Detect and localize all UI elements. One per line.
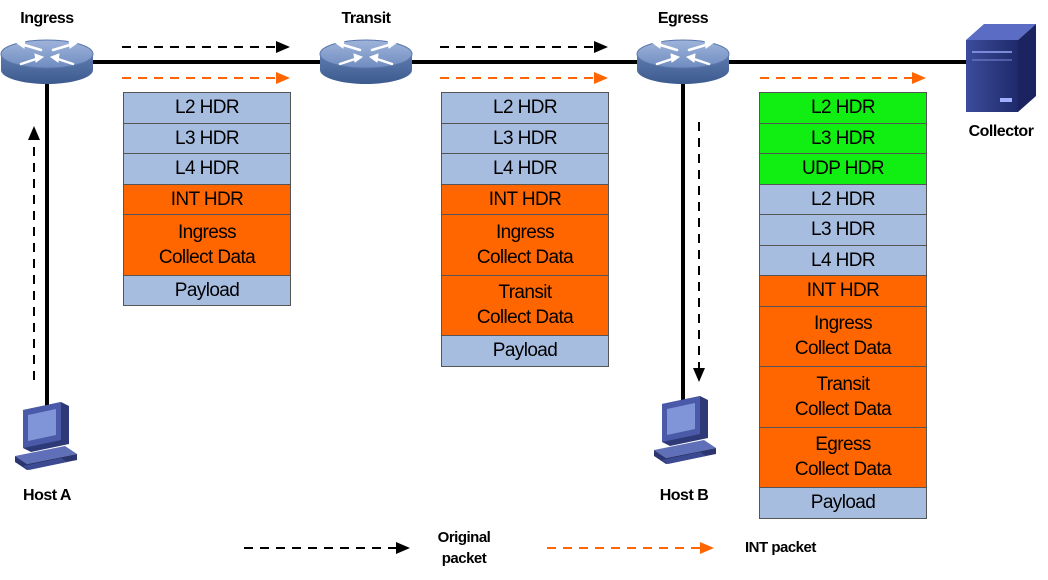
packet-header-label: L2 HDR (175, 97, 240, 119)
collector-server-icon (966, 24, 1036, 112)
packet-header-block: L3 HDR (124, 123, 290, 154)
packet-header-block: L4 HDR (760, 245, 926, 276)
packet-header-block: Ingress Collect Data (442, 215, 608, 276)
egress-label: Egress (657, 10, 709, 27)
packet-header-label: L2 HDR (493, 97, 558, 119)
packet-header-block: Payload (760, 488, 926, 519)
packet-header-block: INT HDR (760, 276, 926, 307)
packet-header-block: INT HDR (442, 184, 608, 215)
packet-header-label: INT HDR (170, 188, 244, 210)
collector-label: Collector (968, 123, 1034, 140)
packet-header-block: Transit Collect Data (760, 367, 926, 428)
packet-header-label: Ingress Collect Data (476, 221, 574, 268)
packet-header-block: L2 HDR (760, 93, 926, 124)
packet-header-label: L3 HDR (175, 127, 240, 149)
packet-header-block: L2 HDR (442, 93, 608, 124)
host-a-computer-icon (15, 402, 77, 470)
packet-header-label: Payload (810, 492, 876, 514)
ingress-label: Ingress (20, 10, 74, 27)
packet-header-label: INT HDR (806, 280, 880, 302)
packet-header-label: L3 HDR (811, 127, 876, 149)
packet-header-block: Egress Collect Data (760, 427, 926, 488)
packet-header-block: L4 HDR (124, 154, 290, 185)
packet-header-block: Ingress Collect Data (760, 306, 926, 367)
transit-router-icon (318, 38, 414, 86)
transit-packet-stack: L2 HDR L3 HDR L4 HDR INT HDR Ingress Collect… (441, 92, 609, 367)
packet-header-block: L2 HDR (760, 184, 926, 215)
packet-header-label: Ingress Collect Data (158, 221, 256, 268)
ingress-router-icon (0, 38, 95, 86)
packet-header-block: L3 HDR (760, 215, 926, 246)
packet-header-label: INT HDR (488, 188, 562, 210)
packet-header-label: L4 HDR (175, 158, 240, 180)
legend-int-label: INT packet (745, 539, 816, 556)
packet-header-label: Transit Collect Data (794, 373, 892, 420)
packet-header-block: UDP HDR (760, 154, 926, 185)
packet-header-block: Ingress Collect Data (124, 215, 290, 276)
legend-original-label: Original packet (437, 529, 491, 567)
packet-header-label: L2 HDR (811, 97, 876, 119)
transit-label: Transit (341, 10, 391, 27)
packet-header-label: L3 HDR (493, 127, 558, 149)
packet-header-block: L3 HDR (760, 123, 926, 154)
packet-header-block: L2 HDR (124, 93, 290, 124)
packet-header-block: L4 HDR (442, 154, 608, 185)
packet-header-label: L2 HDR (811, 188, 876, 210)
packet-header-label: Ingress Collect Data (794, 313, 892, 360)
host-a-label: Host A (23, 487, 71, 504)
packet-header-label: L4 HDR (811, 249, 876, 271)
host-b-label: Host B (659, 487, 709, 504)
packet-header-label: UDP HDR (801, 158, 885, 180)
packet-header-label: Payload (492, 340, 558, 362)
packet-header-block: Transit Collect Data (442, 275, 608, 336)
packet-header-label: L3 HDR (811, 219, 876, 241)
packet-header-label: Egress Collect Data (794, 434, 892, 481)
packet-header-label: L4 HDR (493, 158, 558, 180)
packet-header-label: Transit Collect Data (476, 282, 574, 329)
egress-packet-stack: L2 HDR L3 HDR UDP HDR L2 HDR L3 HDR L4 HDR INT… (759, 92, 927, 519)
host-b-computer-icon (654, 396, 716, 464)
packet-header-block: L3 HDR (442, 123, 608, 154)
ingress-packet-stack: L2 HDR L3 HDR L4 HDR INT HDR Ingress Collect… (123, 92, 291, 306)
packet-header-block: INT HDR (124, 184, 290, 215)
packet-header-block: Payload (124, 275, 290, 306)
packet-header-label: Payload (174, 279, 240, 301)
packet-header-block: Payload (442, 336, 608, 367)
egress-router-icon (635, 38, 731, 86)
